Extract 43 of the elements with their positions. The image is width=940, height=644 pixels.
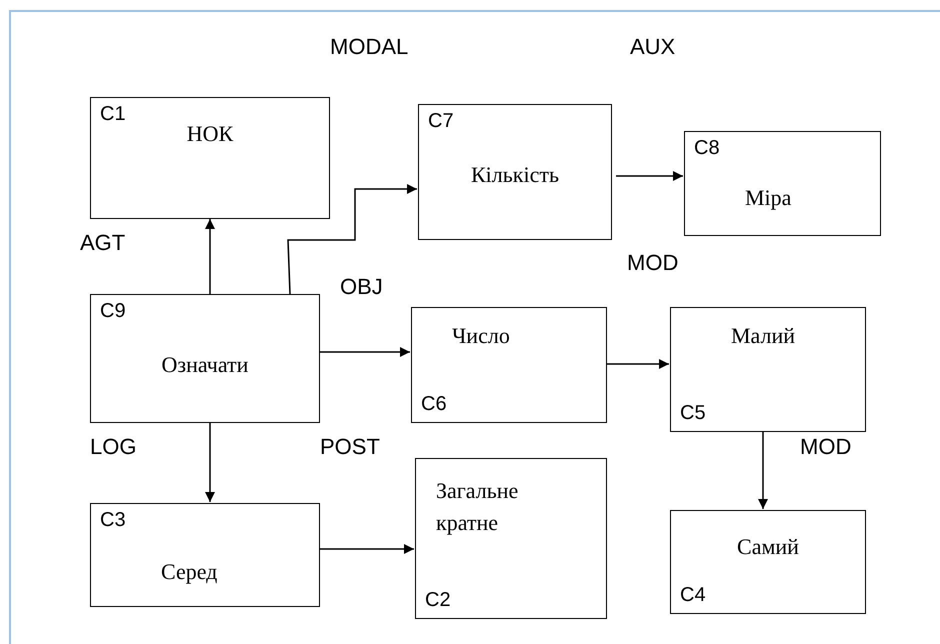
arrow [205,219,215,294]
relation-label: POST [320,436,380,458]
concept-box [90,503,320,607]
relation-label: MODAL [330,36,408,58]
concept-id: C8 [694,138,720,158]
arrow [205,423,215,502]
arrow [758,432,768,509]
arrow [318,347,410,357]
concept-box [411,307,607,423]
concept-name: НОК [186,120,234,148]
concept-id: C5 [680,403,706,423]
relation-label: OBJ [340,276,383,298]
concept-id: C3 [100,510,126,530]
concept-id: C2 [425,590,451,610]
arrow [287,184,417,294]
concept-name: Серед [161,558,218,586]
concept-name: Міра [745,184,792,212]
concept-id: C6 [421,394,447,414]
relation-label: MOD [627,252,678,274]
concept-box [90,97,330,219]
relation-label: LOG [90,436,136,458]
concept-box [670,307,866,432]
concept-name: Кількість [470,161,560,189]
relation-label: AGT [80,232,126,254]
concept-box [90,294,320,423]
arrow [607,359,669,369]
concept-name: Загальне кратне [436,477,520,537]
concept-name: Самий [736,533,800,561]
relation-label: MOD [800,436,852,458]
concept-box [684,131,881,236]
concept-id: C4 [680,585,706,605]
concept-id: C9 [100,301,126,321]
concept-name: Означати [160,351,250,379]
concept-id: C1 [100,104,126,124]
concept-box [418,104,612,240]
concept-name: Малий [731,322,796,350]
concept-name: Число [452,322,510,350]
concept-box [670,510,866,614]
concept-id: C7 [428,111,454,131]
arrow [616,171,683,181]
concept-box [415,458,607,619]
arrow [320,544,414,554]
relation-label: AUX [630,36,676,58]
